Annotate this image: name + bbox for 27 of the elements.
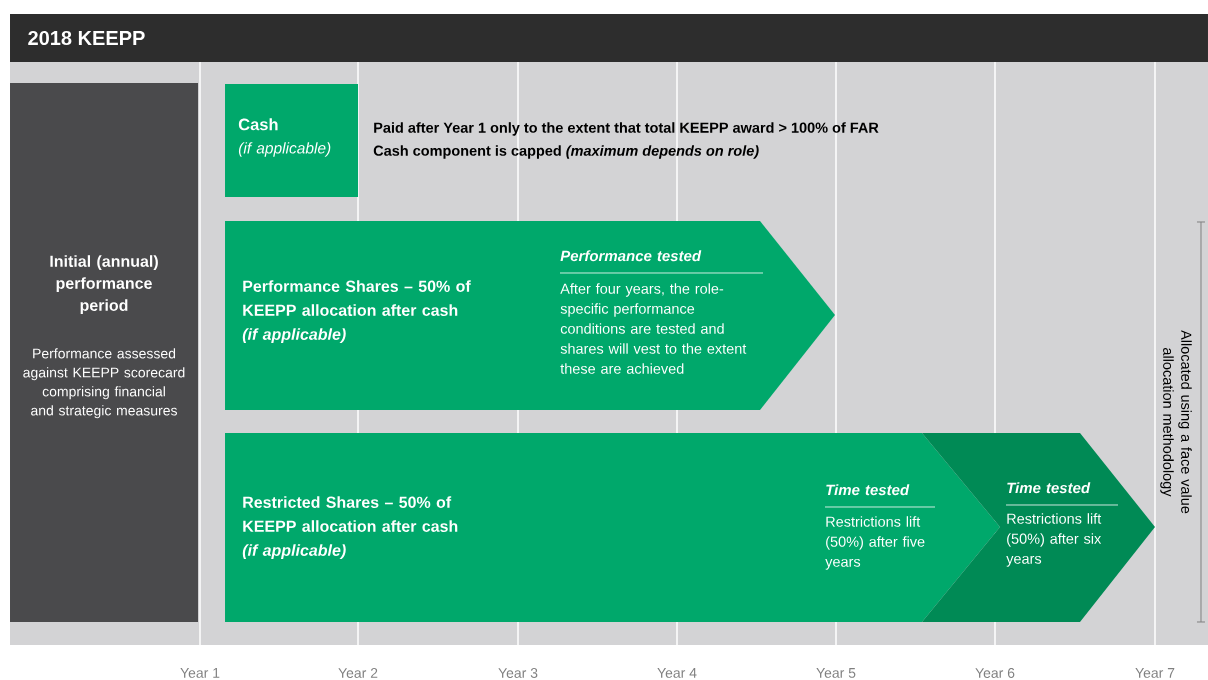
cash-description: Cash component is capped (maximum depends on role) [373, 145, 759, 159]
axis-label: Year 4 [657, 668, 697, 678]
chevron-banner [225, 433, 1000, 622]
axis-label: Year 1 [180, 668, 220, 678]
axis-label: Year 6 [975, 668, 1015, 678]
axis-label: Year 7 [1135, 668, 1175, 678]
period-description: Performance assessed against KEEPP scorecard comprising financial and strategic measures [23, 348, 185, 419]
cash-heading: Cash [238, 118, 278, 131]
axis-label: Year 2 [338, 668, 378, 678]
shares-heading: Restricted Shares – 50% of KEEPP allocation after cash (if applicable) [242, 496, 458, 560]
test-description: After four years, the role-specific performance conditions are tested and shares will vest to the extent these are achieved [560, 283, 747, 374]
period-heading: Initial (annual) performance period [50, 255, 158, 315]
cash-box [225, 84, 358, 197]
cash-description: Paid after Year 1 only to the extent that total KEEPP award > 100% of FAR [374, 122, 879, 136]
cash-note: (if applicable) [238, 142, 331, 157]
period-box [10, 83, 198, 622]
test-heading: Time tested [1007, 482, 1091, 494]
test-heading: Time tested [826, 484, 910, 496]
test-heading: Performance tested [560, 250, 702, 262]
title-bar: 2018 KEEPP [10, 14, 1208, 62]
axis-label: Year 3 [498, 668, 538, 678]
test-description: Restrictions lift (50%) after five years [825, 516, 925, 570]
test-description: Restrictions lift (50%) after six years [1006, 513, 1102, 567]
axis-label: Year 5 [816, 668, 856, 678]
side-note: Allocated using a face value allocation methodology [1160, 330, 1192, 514]
shares-heading: Performance Shares – 50% of KEEPP allocation after cash (if applicable) [242, 280, 471, 344]
chevron-banner [225, 221, 835, 410]
